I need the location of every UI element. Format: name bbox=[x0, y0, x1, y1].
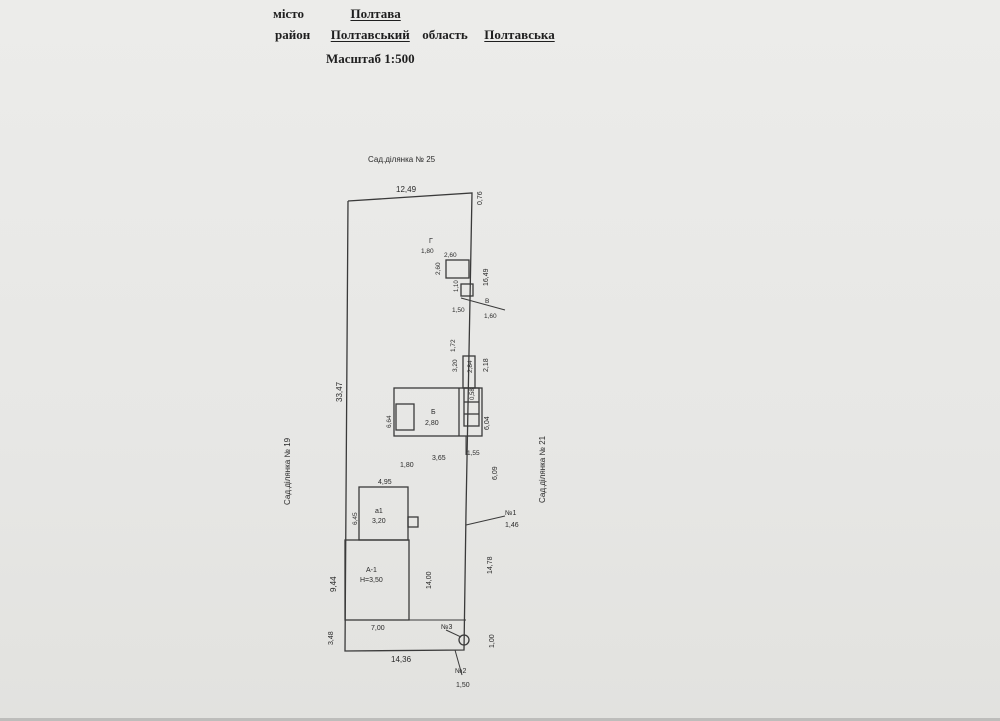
region-value: Полтавська bbox=[484, 27, 555, 42]
building-a1 bbox=[358, 486, 409, 541]
point-3-label: №3 bbox=[441, 624, 453, 631]
dim-left-bottom: 3,48 bbox=[328, 631, 335, 645]
building-g-height: 2,60 bbox=[444, 252, 457, 259]
building-g-width: 1,80 bbox=[421, 248, 434, 255]
dim-right-lower2: 14,78 bbox=[487, 556, 494, 574]
dim-left-lower: 9,44 bbox=[329, 576, 338, 592]
building-a1-step bbox=[407, 516, 419, 528]
point-2-value: 1,50 bbox=[456, 682, 470, 689]
building-v-side1: 1,10 bbox=[454, 280, 460, 292]
district-label: район bbox=[275, 27, 311, 42]
building-b bbox=[393, 387, 483, 437]
building-b-bottom3: 1,55 bbox=[467, 450, 480, 457]
building-a-height-value: Н=3,50 bbox=[360, 577, 383, 584]
building-a1-width: 4,95 bbox=[378, 479, 392, 486]
header-district: район Полтавський область Полтавська bbox=[275, 27, 555, 43]
building-v-label: В bbox=[485, 298, 489, 305]
building-a-label: А-1 bbox=[366, 567, 377, 574]
point-3-marker bbox=[458, 634, 470, 646]
building-b-top3: 2,84 bbox=[467, 360, 474, 373]
point-2-label: №2 bbox=[455, 668, 467, 675]
neighbor-top-label: Сад.ділянка № 25 bbox=[368, 155, 436, 164]
building-b-top2: 3,20 bbox=[452, 359, 459, 372]
building-v-side2: 1,50 bbox=[452, 307, 465, 314]
neighbor-left-label: Сад.ділянка № 19 bbox=[283, 437, 292, 505]
district-value: Полтавський bbox=[330, 27, 410, 42]
scale-label: Масштаб 1:500 bbox=[326, 51, 415, 66]
dim-top-right-offset: 0,76 bbox=[477, 191, 484, 205]
city-label: місто bbox=[273, 6, 304, 21]
building-g-side: 2,60 bbox=[435, 262, 442, 275]
building-a-height: 14,00 bbox=[426, 571, 433, 589]
point-1-value: 1,46 bbox=[505, 522, 519, 529]
region-label: область bbox=[422, 27, 468, 42]
dim-right-lower1: 6,09 bbox=[492, 466, 499, 480]
building-b-right1: 0,58 bbox=[470, 388, 476, 400]
leader-line-v bbox=[460, 297, 506, 311]
building-v bbox=[460, 283, 474, 297]
building-b-right-strip bbox=[463, 387, 480, 427]
header-city: місто Полтава bbox=[273, 6, 401, 22]
leader-point-1 bbox=[465, 515, 506, 526]
dim-right-upper: 16,49 bbox=[483, 268, 490, 286]
building-b-label: Б bbox=[431, 409, 436, 416]
building-a1-height: 6,45 bbox=[352, 512, 359, 525]
building-g-label: Г bbox=[429, 238, 433, 245]
dim-top-width: 12,49 bbox=[396, 185, 417, 194]
building-g bbox=[445, 259, 470, 279]
point-1-label: №1 bbox=[505, 510, 517, 517]
building-a-width: 7,00 bbox=[371, 625, 385, 632]
dim-left-side: 33,47 bbox=[335, 381, 344, 402]
building-b-height: 2,80 bbox=[425, 420, 439, 427]
dim-right-mid1: 2,18 bbox=[483, 358, 490, 372]
leader-point-3 bbox=[445, 629, 462, 638]
building-a1-label: а1 bbox=[375, 508, 383, 515]
building-b-porch-left bbox=[395, 403, 415, 431]
neighbor-right-label: Сад.ділянка № 21 bbox=[538, 435, 547, 503]
leader-point-2 bbox=[454, 649, 463, 676]
city-value: Полтава bbox=[350, 6, 401, 21]
building-v-width: 1,60 bbox=[484, 313, 497, 320]
building-a1-height-value: 3,20 bbox=[372, 518, 386, 525]
dim-bottom-width: 14,36 bbox=[391, 655, 412, 664]
building-b-bottom1: 1,80 bbox=[400, 462, 414, 469]
building-b-bottom2: 3,65 bbox=[432, 455, 446, 462]
building-b-left: 6,64 bbox=[386, 415, 393, 428]
dim-right-bottom: 1,00 bbox=[489, 634, 496, 648]
building-b-top1: 1,72 bbox=[450, 339, 457, 352]
dim-right-mid2: 6,04 bbox=[484, 416, 491, 430]
